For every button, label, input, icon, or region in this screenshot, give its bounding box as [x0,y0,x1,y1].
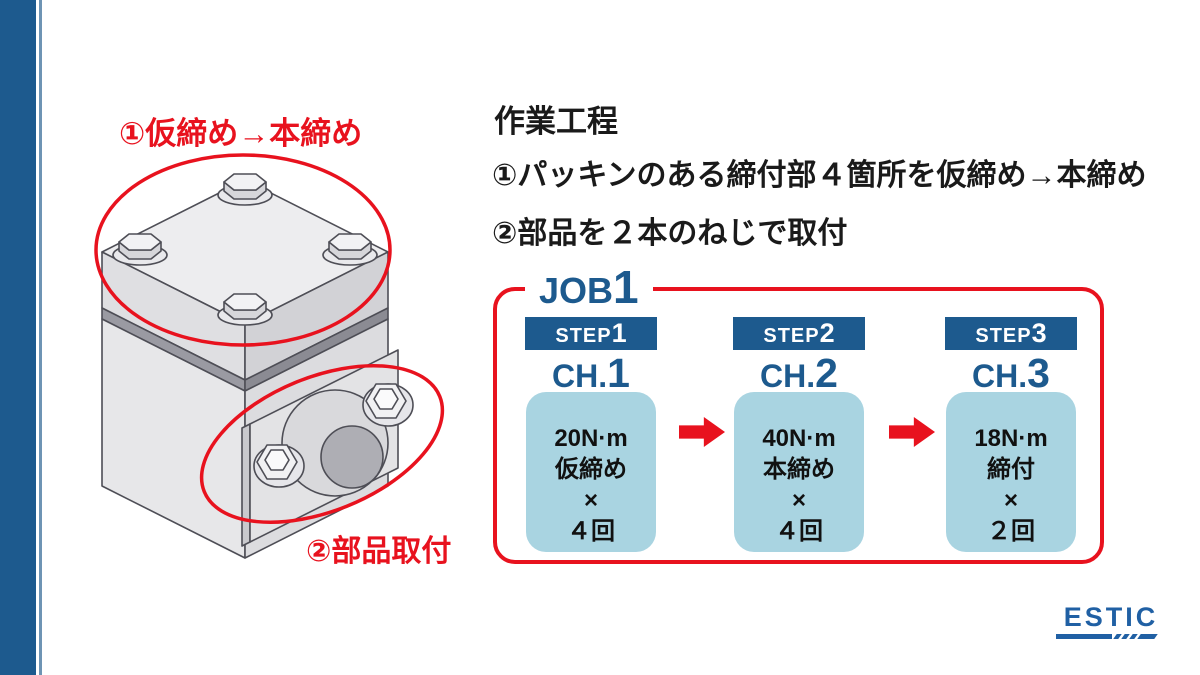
channel-text: CH. [760,358,816,394]
left-edge-accent [39,0,42,675]
count-value: ４回 [775,518,823,545]
step-cell [946,392,1076,552]
step-header: STEP3 [945,317,1077,350]
machine-part-drawing [94,153,445,559]
highlight-ellipse-side [199,364,445,524]
action-label: 締付 [987,456,1035,483]
job-step-column-1: STEP1 CH.1 20N·m 仮締め × ４回 [525,317,657,552]
step-header-number: 2 [819,318,835,348]
job-label: JOB1 [525,263,653,315]
top-bolt-icon [217,293,273,326]
logo-bar-segment [1056,634,1112,639]
estic-logo-underline [1056,634,1166,639]
annotation-tightening: ①仮締め→本締め [119,116,363,151]
step-header: STEP2 [733,317,865,350]
top-bolt-icon [322,233,378,266]
step-header-text: STEP [763,325,820,347]
multiply-sign: × [791,487,806,514]
estic-logo-text: ESTIC [1063,602,1159,632]
highlight-ellipse-top [94,153,392,347]
job-label-text: JOB [539,270,614,311]
multiply-sign: × [583,487,598,514]
side-part [241,349,414,547]
step-header: STEP1 [525,317,657,350]
step-cell [526,392,656,552]
left-edge-bar [0,0,36,675]
step-cell-wrap: 20N·m 仮締め × ４回 [525,365,657,552]
action-label: 仮締め [555,456,627,483]
job-step-column-2: STEP2 CH.2 40N·m 本締め × ４回 [733,317,865,552]
process-step-1: ①パッキンのある締付部４箇所を仮締め→本締め [492,159,1147,192]
channel-text: CH. [972,358,1028,394]
flow-arrow-icon [889,417,935,447]
step-header-text: STEP [555,325,612,347]
logo-bar-segment [1137,634,1158,639]
top-bolt-icon [112,233,168,266]
torque-value: 40N·m [762,425,836,452]
count-value: ４回 [567,518,615,545]
channel-number: 2 [815,350,838,396]
action-label: 本締め [763,456,835,483]
step-cell-content: 40N·m 本締め × ４回 [733,423,865,547]
channel-label: CH.2 [733,351,865,398]
process-step-2: ②部品を２本のねじで取付 [492,217,848,250]
step-cell [734,392,864,552]
channel-label: CH.3 [945,351,1077,398]
step-cell-content: 18N·m 締付 × ２回 [945,423,1077,547]
estic-logo: ESTIC [1056,603,1166,639]
step-header-number: 1 [611,318,627,348]
job-label-number: 1 [613,261,639,313]
channel-text: CH. [552,358,608,394]
side-bolt-icon [362,383,414,427]
multiply-sign: × [1003,487,1018,514]
channel-number: 1 [607,350,630,396]
flow-arrow-icon [679,417,725,447]
annotation-parts: ②部品取付 [306,535,452,568]
job-step-column-3: STEP3 CH.3 18N·m 締付 × ２回 [945,317,1077,552]
side-bolt-icon [253,444,305,488]
channel-number: 3 [1027,350,1050,396]
job-box: JOB1 STEP1 CH.1 20N·m 仮締め × ４回 STEP2 CH.… [493,263,1104,564]
process-title: 作業工程 [494,104,618,139]
count-value: ２回 [987,518,1035,545]
torque-value: 18N·m [974,425,1048,452]
step-cell-content: 20N·m 仮締め × ４回 [525,423,657,547]
step-cell-wrap: 40N·m 本締め × ４回 [733,365,865,552]
top-bolt-icon [217,173,273,206]
channel-label: CH.1 [525,351,657,398]
torque-value: 20N·m [554,425,628,452]
cylinder-bore [320,425,384,489]
step-header-number: 3 [1031,318,1047,348]
step-header-text: STEP [975,325,1032,347]
step-cell-wrap: 18N·m 締付 × ２回 [945,365,1077,552]
